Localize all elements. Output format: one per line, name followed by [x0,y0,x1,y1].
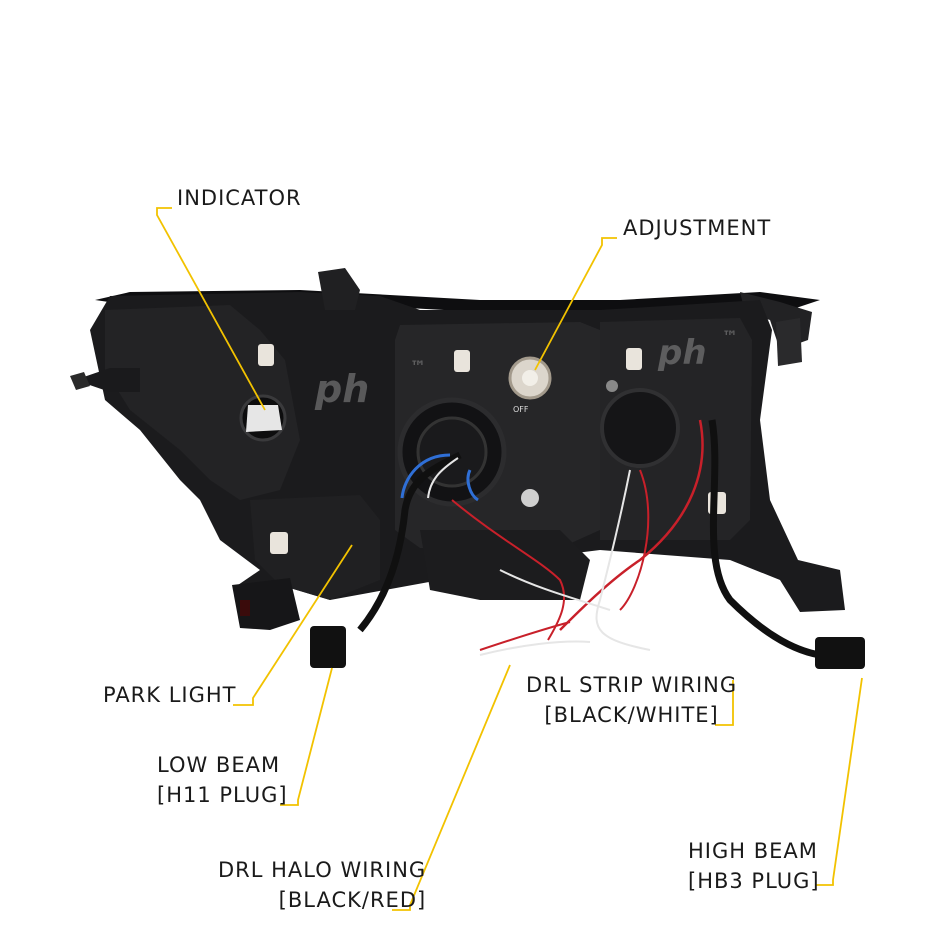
callout-lines [156,207,863,911]
housing-details: OFF ph ™ ph ™ [239,327,865,669]
adjustment-label: ADJUSTMENT [623,216,772,240]
callout-line-drl-halo [392,664,511,911]
watermark-mark: ™ [722,327,738,346]
park-light-label: PARK LIGHT [103,683,237,707]
callout-line-drl-strip [715,680,734,726]
callout-line-adjustment [534,237,617,371]
watermark-mark: ™ [410,357,426,376]
drl-strip-wiring-label: DRL STRIP WIRING [BLACK/WHITE] [526,673,738,727]
watermark-text: ph [314,367,369,411]
callout-line-high-beam [815,677,863,886]
low-beam-label: LOW BEAM [H11 PLUG] [157,753,288,807]
callout-line-low-beam [280,667,333,806]
watermark-text: ph [657,333,707,373]
off-marker-text: OFF [513,405,529,414]
high-beam-label: HIGH BEAM [HB3 PLUG] [688,839,820,893]
callout-line-park-light [233,544,353,706]
indicator-label: INDICATOR [177,186,302,210]
drl-halo-wiring-label: DRL HALO WIRING [BLACK/RED] [218,858,427,912]
callout-line-indicator [156,207,266,411]
